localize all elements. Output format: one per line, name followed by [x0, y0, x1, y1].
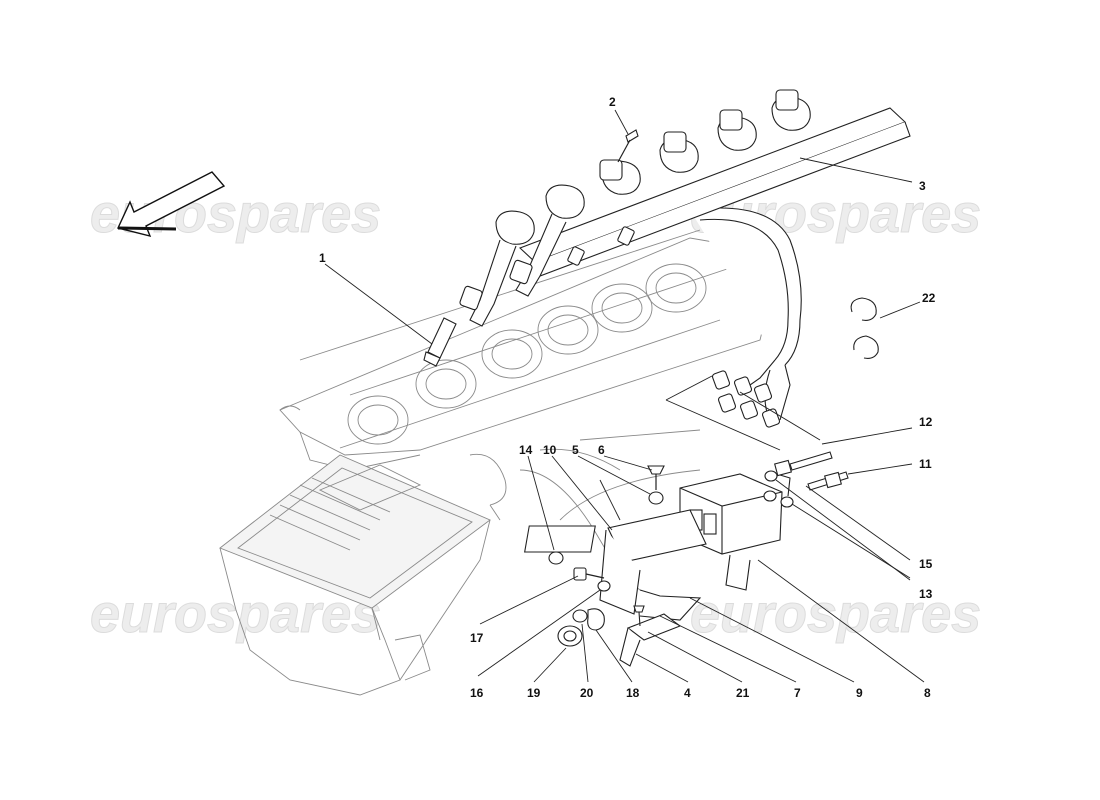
mounting-bracket [524, 509, 707, 621]
spacer [587, 608, 605, 631]
callout-15: 15 [919, 557, 933, 571]
callout-5: 5 [572, 443, 579, 457]
callout-12: 12 [919, 415, 933, 429]
callout-21: 21 [736, 686, 750, 700]
callout-6: 6 [598, 443, 605, 457]
watermark-text: eurospares [90, 584, 381, 644]
nut [548, 551, 564, 565]
callout-22: 22 [922, 291, 936, 305]
coil-boots [459, 89, 811, 327]
callout-9: 9 [856, 686, 863, 700]
direction-arrow-icon [117, 171, 226, 238]
callout-13: 13 [919, 587, 933, 601]
harness-connectors [711, 370, 781, 428]
callout-17: 17 [470, 631, 484, 645]
ignition-harness [689, 207, 802, 421]
leader-lines [324, 109, 925, 683]
callout-1: 1 [319, 251, 326, 265]
callout-11: 11 [919, 457, 932, 471]
screw [633, 605, 645, 627]
callout-18: 18 [626, 686, 640, 700]
callout-8: 8 [924, 686, 931, 700]
screw-and-washer [647, 465, 665, 505]
grommet [557, 625, 583, 647]
watermark-text: eurospares [90, 184, 381, 244]
callout-labels: 1 2 3 4 5 6 7 8 9 10 11 12 13 14 15 16 1… [319, 95, 936, 700]
clip [850, 297, 879, 359]
callout-7: 7 [794, 686, 801, 700]
bolts [774, 451, 849, 491]
watermark-text: eurospares [690, 584, 981, 644]
watermark-layer: eurospares eurospares eurospares eurospa… [90, 184, 982, 645]
callout-4: 4 [684, 686, 691, 700]
screw [617, 129, 639, 163]
callout-3: 3 [919, 179, 926, 193]
washers [763, 470, 794, 508]
nut [572, 609, 588, 623]
callout-10: 10 [543, 443, 557, 457]
spark-plug [423, 317, 457, 367]
callout-14: 14 [519, 443, 533, 457]
callout-2: 2 [609, 95, 616, 109]
callout-16: 16 [470, 686, 484, 700]
washer [597, 580, 611, 592]
air-box [219, 453, 507, 696]
callout-19: 19 [527, 686, 541, 700]
small-bracket [619, 613, 682, 667]
assembly-lines [599, 375, 821, 521]
callout-20: 20 [580, 686, 594, 700]
bolt [573, 567, 605, 581]
